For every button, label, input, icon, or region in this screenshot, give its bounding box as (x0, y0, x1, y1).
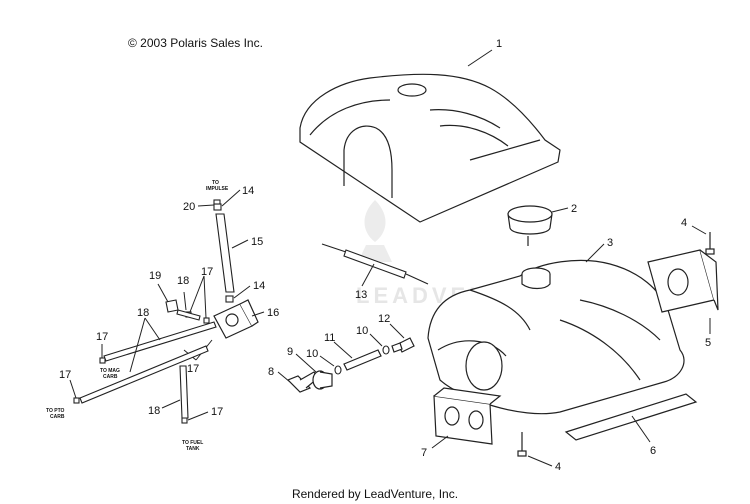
leader-19 (157, 283, 169, 303)
footer-credit: Rendered by LeadVenture, Inc. (291, 487, 459, 501)
leader-17e (187, 411, 209, 421)
callout-4-upper: 4 (681, 217, 687, 229)
leader-14a (221, 189, 241, 207)
watermark-flame-icon (358, 200, 392, 262)
leader-7 (431, 435, 449, 449)
part-4-bolt-lower (517, 432, 527, 457)
part-10-clamp-b (382, 345, 390, 355)
callout-1: 1 (496, 38, 502, 50)
leader-12 (389, 323, 405, 339)
part-3-fuel-tank (427, 259, 685, 415)
leader-9 (295, 353, 317, 373)
part-10-clamp-a (334, 365, 342, 375)
part-7-bracket (433, 387, 502, 445)
part-1-tank-cover (299, 73, 561, 223)
part-19-fitting (165, 299, 179, 313)
leader-4b (527, 455, 553, 467)
callout-12: 12 (378, 313, 390, 325)
callout-4-lower: 4 (555, 461, 561, 473)
leader-20 (197, 204, 215, 207)
callout-17-e: 17 (211, 406, 223, 418)
leader-18b (183, 291, 187, 311)
leader-16 (251, 311, 265, 317)
label-to-pto-carb: TO PTO CARB (46, 408, 65, 420)
callout-13: 13 (355, 289, 367, 301)
label-to-mag-carb-line2: CARB (103, 374, 118, 380)
label-to-mag-carb: TO MAG CARB (100, 368, 120, 380)
callout-19: 19 (149, 270, 161, 282)
leader-15 (231, 239, 249, 249)
leader-14b (233, 285, 251, 299)
leader-3 (585, 243, 605, 263)
callout-18-b: 18 (177, 275, 189, 287)
part-11-hose (343, 349, 382, 371)
leader-13 (361, 263, 375, 287)
label-to-pto-carb-line2: CARB (50, 414, 65, 420)
leader-8 (277, 371, 291, 383)
leader-17a2 (203, 275, 207, 319)
label-to-fuel-tank-line1: TO FUEL (182, 440, 203, 446)
callout-18-c: 18 (148, 405, 160, 417)
part-2-fuel-cap (507, 205, 553, 246)
callout-2: 2 (571, 203, 577, 215)
callout-5: 5 (705, 337, 711, 349)
callout-6: 6 (650, 445, 656, 457)
part-5-bracket (647, 249, 719, 313)
leader-10b (369, 333, 383, 347)
part-4-bolt-upper (705, 232, 715, 255)
callout-7: 7 (421, 447, 427, 459)
label-to-impulse-line2: IMPULSE (206, 186, 229, 192)
callout-10-b: 10 (356, 325, 368, 337)
leader-11 (333, 341, 353, 359)
leader-17a (189, 275, 205, 313)
part-9-valve (312, 370, 333, 390)
callout-17-a: 17 (201, 266, 213, 278)
copyright-text: © 2003 Polaris Sales Inc. (128, 36, 263, 50)
callout-8: 8 (268, 366, 274, 378)
part-18-fuel-lines (79, 309, 217, 419)
part-20-fitting (213, 199, 221, 205)
callout-18-a: 18 (137, 307, 149, 319)
part-12-filter (391, 337, 415, 353)
label-to-impulse: TO IMPULSE (206, 180, 229, 192)
callout-16: 16 (267, 307, 279, 319)
leader-18a (144, 317, 161, 341)
callout-15: 15 (251, 236, 263, 248)
leader-18c (161, 399, 181, 409)
callout-20: 20 (183, 201, 195, 213)
part-15-impulse-hose (215, 213, 235, 293)
leader-18a2 (129, 317, 146, 373)
callout-14-lower: 14 (253, 280, 265, 292)
leader-4a (691, 225, 707, 235)
callout-10-a: 10 (306, 348, 318, 360)
label-to-fuel-tank: TO FUEL TANK (182, 440, 203, 452)
callout-14-upper: 14 (242, 185, 254, 197)
leader-10a (319, 355, 335, 367)
leader-6 (631, 415, 651, 443)
part-14-clamp-upper (213, 203, 222, 211)
label-to-mag-carb-line1: TO MAG (100, 368, 120, 374)
leader-17d (69, 379, 77, 399)
leader-1 (467, 49, 493, 67)
part-6-pad-strip (564, 393, 698, 441)
label-to-pto-carb-line1: TO PTO (46, 408, 65, 414)
callout-17-d: 17 (59, 369, 71, 381)
callout-9: 9 (287, 346, 293, 358)
part-13-strap (321, 243, 429, 285)
label-to-fuel-tank-line2: TANK (186, 446, 200, 452)
callout-17-c: 17 (187, 363, 199, 375)
part-14-clamp-lower (225, 295, 234, 303)
callout-17-b: 17 (96, 331, 108, 343)
label-to-impulse-line1: TO (212, 180, 219, 186)
callout-3: 3 (607, 237, 613, 249)
leader-2 (551, 207, 569, 213)
callout-11: 11 (324, 332, 335, 344)
part-16-fuel-pump (213, 299, 259, 339)
